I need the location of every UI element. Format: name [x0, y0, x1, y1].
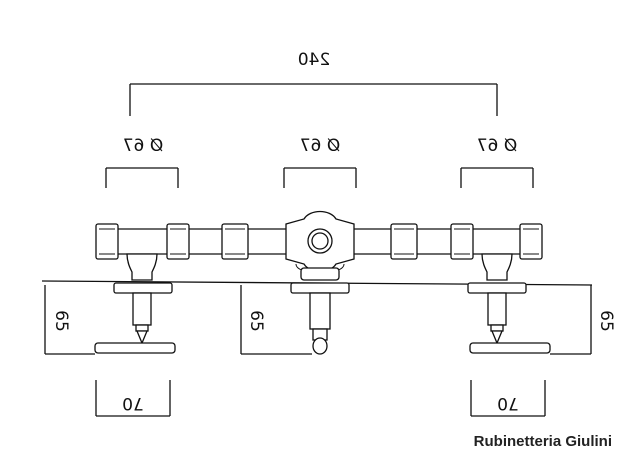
spout-right-label: 70	[497, 393, 519, 413]
depth-right-label: 65	[596, 310, 616, 332]
handle-diameter-right: Ø 67	[460, 136, 534, 188]
overall-width-dimension: 240	[129, 50, 498, 116]
handle-diameter-center-label: Ø 67	[300, 136, 340, 156]
depth-dimension-left: 65	[44, 285, 95, 355]
right-valve	[467, 253, 551, 354]
overall-width-label: 240	[298, 50, 330, 70]
depth-center-label: 65	[246, 310, 266, 332]
depth-left-label: 65	[51, 310, 71, 332]
spout-dimension-right: 70	[470, 380, 546, 417]
handle-diameter-center: Ø 67	[283, 136, 357, 188]
left-valve	[94, 253, 176, 354]
spout-left-label: 70	[122, 393, 144, 413]
brand-watermark: Rubinetteria Giulini	[474, 433, 612, 450]
center-diverter	[285, 210, 355, 355]
handle-diameter-left-label: Ø 67	[123, 136, 163, 156]
handle-diameter-right-label: Ø 67	[477, 136, 517, 156]
depth-dimension-right: 65	[550, 285, 616, 355]
handle-diameter-left: Ø 67	[105, 136, 179, 188]
depth-dimension-center: 65	[240, 285, 312, 355]
pipe-nuts	[95, 223, 543, 260]
spout-dimension-left: 70	[95, 380, 171, 417]
